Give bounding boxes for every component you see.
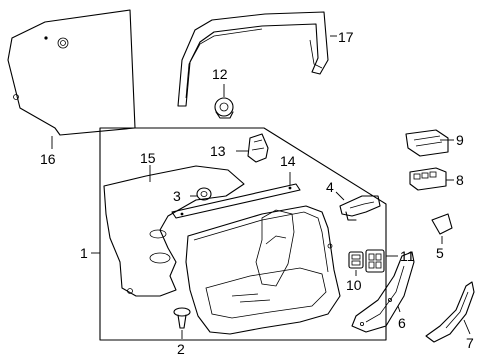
callout-3: 3 xyxy=(173,188,181,204)
part-4-inside-handle xyxy=(335,191,381,221)
part-13-bracket xyxy=(236,133,269,163)
part-16-water-deflector xyxy=(7,9,136,149)
part-14-belt-strip xyxy=(171,172,301,219)
part-2-push-pin xyxy=(173,307,191,339)
part-8-window-switch xyxy=(409,167,454,191)
part-5-cover xyxy=(431,213,453,244)
part-6-armrest-bezel xyxy=(351,251,415,333)
callout-17: 17 xyxy=(338,29,354,45)
callout-4: 4 xyxy=(326,179,334,195)
callout-2: 2 xyxy=(177,341,185,357)
callout-labels: 1 2 3 4 5 6 7 8 9 10 11 12 13 14 15 16 1… xyxy=(40,29,474,357)
assembly-frame xyxy=(91,127,387,341)
callout-10: 10 xyxy=(346,277,362,293)
part-9-switch-bezel xyxy=(405,129,454,157)
callout-7: 7 xyxy=(466,335,474,351)
part-11-switch-panel xyxy=(365,249,398,273)
callout-13: 13 xyxy=(210,143,226,159)
part-3-clip xyxy=(190,187,212,201)
part-7-pull-trim xyxy=(425,281,475,343)
callout-9: 9 xyxy=(456,132,464,148)
part-17-frame-molding xyxy=(177,11,337,107)
callout-1: 1 xyxy=(80,245,88,261)
part-12-clip xyxy=(214,84,234,119)
callout-16: 16 xyxy=(40,151,56,167)
callout-15: 15 xyxy=(140,150,156,166)
callout-8: 8 xyxy=(456,172,464,188)
callout-12: 12 xyxy=(212,66,228,82)
part-10-switch xyxy=(348,251,364,276)
part-15-insulator xyxy=(103,165,245,297)
callout-14: 14 xyxy=(280,153,296,169)
part-1-door-trim-panel xyxy=(185,205,341,335)
callout-11: 11 xyxy=(400,248,415,264)
callout-6: 6 xyxy=(398,315,406,331)
callout-5: 5 xyxy=(436,245,444,261)
